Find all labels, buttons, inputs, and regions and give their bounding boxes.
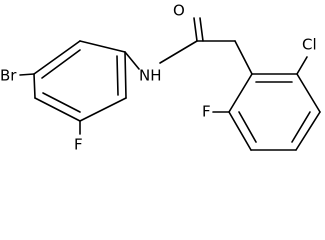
bond-ring-a-inner-3 xyxy=(42,92,81,113)
amide-nh-label: NH xyxy=(139,67,162,85)
bond-ring-a-6 xyxy=(33,73,36,99)
bond-ring-b-6 xyxy=(228,73,253,113)
bond-ring-a-inner-2 xyxy=(116,55,119,96)
bond-ring-a-2 xyxy=(79,40,126,53)
bromine-label: Br xyxy=(0,67,17,85)
bond-ring-a-5 xyxy=(34,97,81,122)
oxygen-label: O xyxy=(173,2,185,20)
bond-br-ring xyxy=(19,73,35,76)
bond-ring-a-4 xyxy=(79,97,127,122)
atom-labels: Br F NH O Cl F xyxy=(0,2,317,154)
bond-ring-a-n xyxy=(124,51,140,70)
bond-ring-a-inner-1 xyxy=(41,49,81,79)
bond-ring-b-2 xyxy=(296,73,321,113)
bond-ring-b-inner-3 xyxy=(238,111,257,143)
bond-ch2-ring-b xyxy=(234,40,253,75)
fluorine-right-label: F xyxy=(202,103,211,121)
bond-lines xyxy=(19,17,321,151)
bond-ring-b-3 xyxy=(295,111,321,151)
bond-n-carbonyl xyxy=(159,40,198,64)
bond-ring-b-inner-2 xyxy=(291,111,311,143)
bond-ring-a-1 xyxy=(33,40,81,75)
bond-ring-b-cl xyxy=(296,56,308,75)
bond-carbonyl-o-2 xyxy=(199,17,204,42)
bond-carbonyl-o-1 xyxy=(193,17,198,42)
structural-formula: Br F NH O Cl F xyxy=(0,2,321,154)
chlorine-label: Cl xyxy=(302,36,317,54)
fluorine-left-label: F xyxy=(74,136,83,154)
bond-ring-b-5 xyxy=(228,111,252,151)
bond-ring-a-3 xyxy=(124,51,127,99)
